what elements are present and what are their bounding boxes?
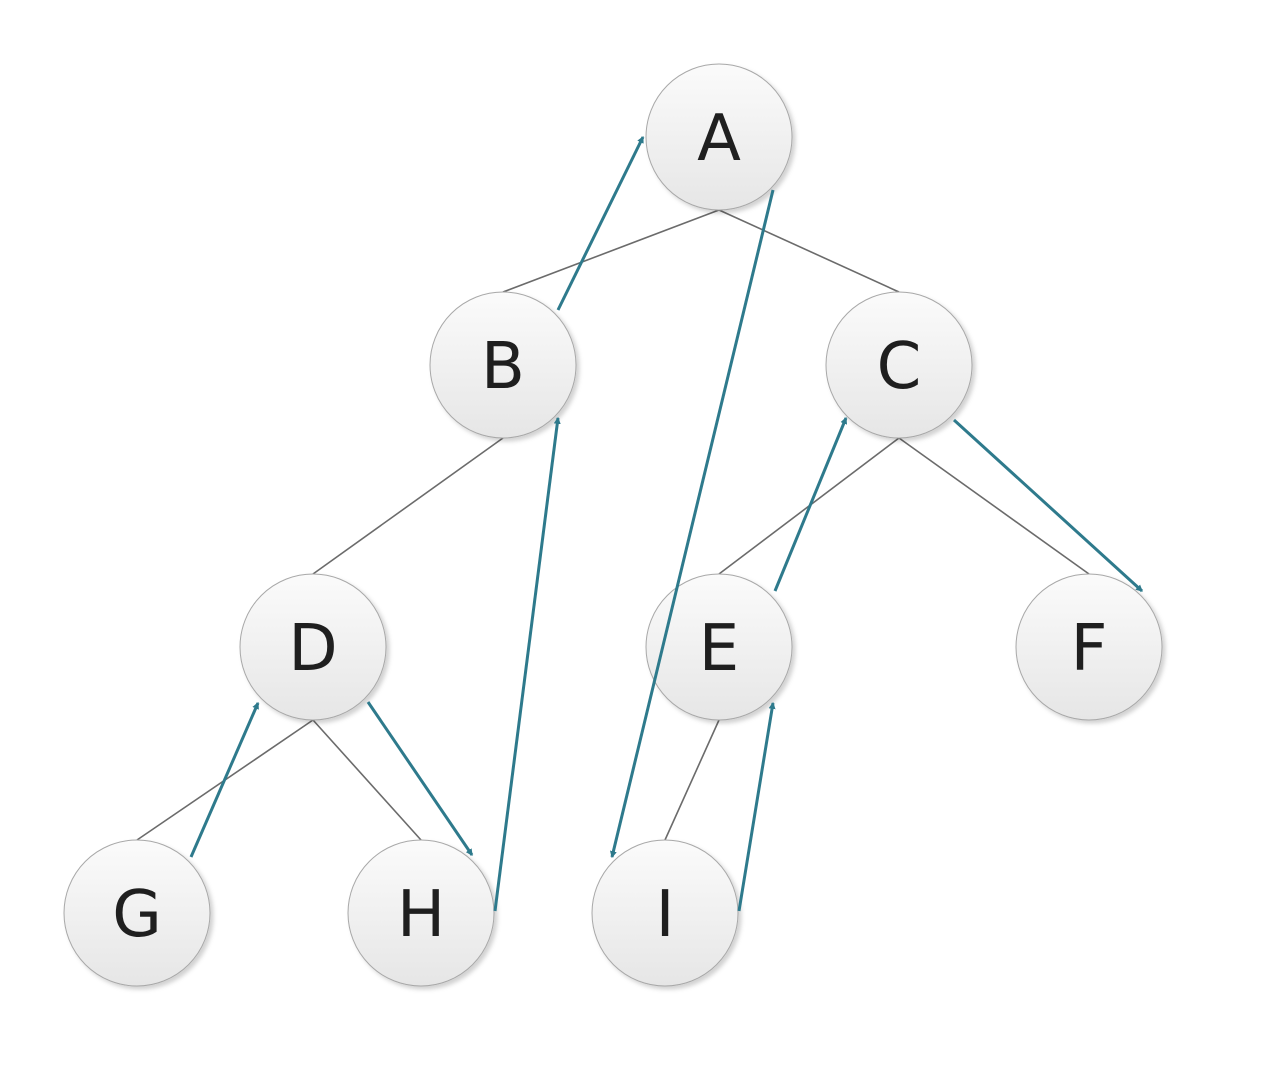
edge-a-b bbox=[502, 209, 720, 293]
node-a: A bbox=[645, 63, 793, 211]
node-h: H bbox=[347, 839, 495, 987]
thread-arrow-c-to-f bbox=[952, 418, 1144, 593]
node-label: G bbox=[112, 878, 162, 952]
node-circle bbox=[429, 291, 577, 439]
node-circle bbox=[1015, 573, 1163, 721]
node-circle bbox=[645, 63, 793, 211]
thread-arrow-b-to-a bbox=[556, 135, 645, 311]
edge-c-f bbox=[898, 437, 1090, 575]
thread-arrow-h-to-b bbox=[493, 416, 561, 912]
node-label: H bbox=[397, 878, 445, 952]
node-circle bbox=[591, 839, 739, 987]
node-c: C bbox=[825, 291, 973, 439]
node-label: E bbox=[699, 612, 739, 686]
node-label: D bbox=[288, 612, 337, 686]
node-label: C bbox=[877, 330, 922, 404]
node-label: I bbox=[656, 878, 675, 952]
thread-arrows bbox=[189, 135, 1144, 912]
node-f: F bbox=[1015, 573, 1163, 721]
thread-arrow-e-to-c bbox=[773, 416, 848, 592]
node-circle bbox=[645, 573, 793, 721]
node-g: G bbox=[63, 839, 211, 987]
node-b: B bbox=[429, 291, 577, 439]
thread-arrow-a-to-i bbox=[609, 189, 775, 859]
node-i: I bbox=[591, 839, 739, 987]
tree-nodes: A B C D E F G H I bbox=[63, 63, 1163, 987]
edge-a-c bbox=[718, 209, 900, 293]
node-label: A bbox=[697, 102, 741, 176]
edge-b-d bbox=[312, 437, 504, 575]
thread-arrow-g-to-d bbox=[189, 701, 260, 858]
tree-edges bbox=[136, 209, 1090, 841]
node-circle bbox=[239, 573, 387, 721]
node-circle bbox=[825, 291, 973, 439]
edge-e-i bbox=[664, 719, 720, 841]
node-d: D bbox=[239, 573, 387, 721]
node-e: E bbox=[645, 573, 793, 721]
node-label: B bbox=[481, 330, 525, 404]
node-circle bbox=[347, 839, 495, 987]
edge-d-h bbox=[312, 719, 422, 841]
node-circle bbox=[63, 839, 211, 987]
thread-arrow-i-to-e bbox=[737, 701, 776, 912]
thread-arrow-d-to-h bbox=[366, 701, 474, 856]
node-label: F bbox=[1071, 612, 1108, 686]
